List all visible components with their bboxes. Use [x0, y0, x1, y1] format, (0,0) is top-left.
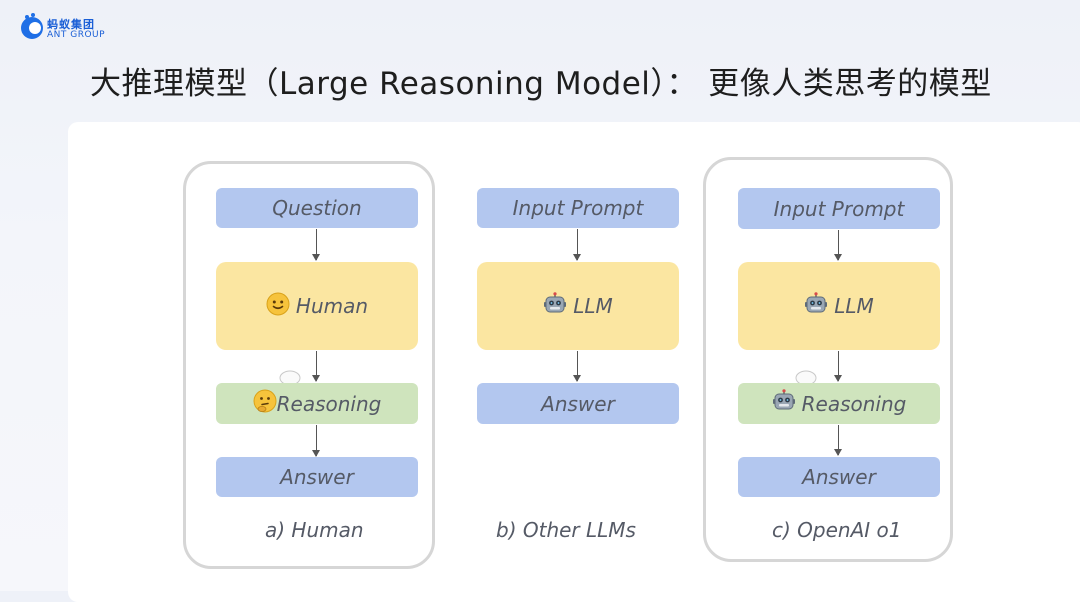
- reasoning-label: Reasoning: [276, 391, 382, 416]
- answer-box: Answer: [477, 383, 679, 424]
- slightly-smiling-face-icon: [266, 292, 290, 321]
- robot-icon: [772, 389, 796, 418]
- reasoning-box: Reasoning: [738, 383, 940, 424]
- reasoning-box: Reasoning: [216, 383, 418, 424]
- reasoning-label: Reasoning: [801, 391, 907, 416]
- ant-group-logo: 蚂蚁集团 ANT GROUP: [18, 10, 128, 44]
- llm-box: LLM: [738, 262, 940, 350]
- answer-label: Answer: [541, 391, 615, 416]
- caption-openai-o1: c) OpenAI o1: [772, 518, 902, 542]
- arrow: [834, 230, 842, 261]
- input-prompt-box: Input Prompt: [738, 188, 940, 229]
- logo-text-en: ANT GROUP: [47, 30, 106, 40]
- question-box: Question: [216, 188, 418, 228]
- thinking-face-icon: [253, 389, 277, 418]
- arrow: [573, 351, 581, 382]
- arrow: [312, 351, 320, 382]
- ant-logo-icon: [21, 13, 43, 39]
- question-label: Question: [272, 196, 362, 220]
- answer-label: Answer: [802, 465, 876, 489]
- arrow: [834, 425, 842, 456]
- input-prompt-label: Input Prompt: [773, 196, 905, 221]
- caption-other-llms: b) Other LLMs: [496, 518, 636, 542]
- logo-text-cn: 蚂蚁集团: [47, 18, 95, 31]
- answer-box: Answer: [216, 457, 418, 497]
- human-frame: [183, 161, 435, 569]
- arrow: [312, 229, 320, 261]
- llm-label: LLM: [834, 294, 874, 318]
- answer-label: Answer: [280, 465, 354, 489]
- input-prompt-box: Input Prompt: [477, 188, 679, 228]
- llm-box: LLM: [477, 262, 679, 350]
- arrow: [573, 229, 581, 261]
- human-box: Human: [216, 262, 418, 350]
- arrow: [312, 425, 320, 457]
- answer-box: Answer: [738, 457, 940, 497]
- robot-icon: [804, 291, 828, 321]
- page-title: 大推理模型（Large Reasoning Model）： 更像人类思考的模型: [90, 66, 992, 102]
- input-prompt-label: Input Prompt: [512, 196, 644, 220]
- llm-label: LLM: [573, 294, 613, 318]
- human-label: Human: [295, 294, 369, 318]
- robot-icon: [543, 291, 567, 321]
- caption-human: a) Human: [265, 518, 364, 542]
- arrow: [834, 351, 842, 382]
